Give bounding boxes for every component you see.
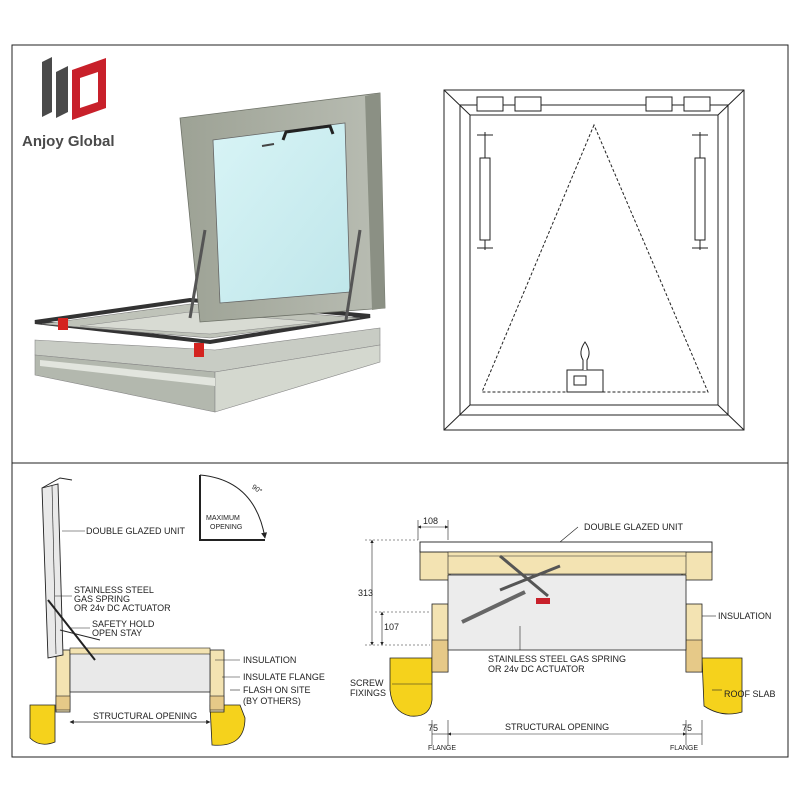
right-slab-right [701,657,743,715]
opening-angle-value: 90° [250,483,263,496]
brand-logo: Anjoy Global [22,57,115,150]
opening-angle-arc [199,474,268,539]
left-label-gas-spring-3: OR 24v DC ACTUATOR [74,603,171,613]
right-section-drawing: 108 313 107 DOUBLE GLAZED UNIT INSULATIO… [350,516,776,752]
left-label-gas-spring-2: GAS SPRING [74,594,130,604]
brand-name: Anjoy Global [22,133,115,150]
left-section-drawing: DOUBLE GLAZED UNIT STAINLESS STEEL GAS S… [29,477,325,746]
right-dim-total-height: 313 [358,588,373,598]
right-dim-top-width: 108 [423,516,438,526]
opening-label-2: OPENING [210,524,242,531]
right-dim-inner-height: 107 [384,622,399,632]
logo-red-cutout [80,72,98,108]
plan-mid-frame [459,104,729,416]
right-gas-spring [461,590,526,624]
left-safety-stay [47,599,96,661]
opening-angle-diagram: MAXIMUM OPENING 90° [199,474,268,541]
left-slab-left [29,704,56,745]
right-actuator-arm [499,554,549,598]
right-upper-frame-right [681,549,713,581]
left-label-insulation: INSULATION [243,655,296,665]
lid-handle [281,124,335,141]
right-label-screw-1: SCREW [350,678,384,688]
hinge-right-b [683,96,711,112]
gas-spring-right [694,157,706,241]
opening-label-1: MAXIMUM [206,515,240,522]
red-stop-front [194,343,204,357]
opening-angle-lines [199,475,265,541]
left-inner-box [69,651,211,693]
left-label-flash-2: (BY OTHERS) [243,696,301,706]
latch-window [573,375,587,386]
right-label-flange-left: FLANGE [428,745,456,752]
right-label-gas-spring-2: OR 24v DC ACTUATOR [488,664,585,674]
right-inner-shaft [447,574,687,651]
lid-latch [261,143,275,147]
plan-inner-frame [469,114,719,406]
left-label-flash-1: FLASH ON SITE [243,685,311,695]
right-label-screw-2: FIXINGS [350,688,386,698]
right-glazed-unit [419,541,713,553]
opening-direction-triangle [481,123,709,393]
left-label-safety-2: OPEN STAY [92,628,142,638]
bottom-panel-border [11,462,789,758]
plan-view [443,89,745,431]
latch-body [566,369,604,393]
product-illustration [34,92,386,413]
right-label-insulation: INSULATION [718,611,771,621]
latch-handle [580,341,590,370]
left-glazing-line [69,647,211,655]
curb-right-face [214,344,381,413]
left-label-insulate-flange: INSULATE FLANGE [243,672,325,682]
left-open-lid [41,483,64,659]
right-label-roof-slab: ROOF SLAB [724,689,776,699]
seal-ring [34,297,371,345]
left-label-safety-1: SAFETY HOLD [92,619,155,629]
right-label-structural-opening: STRUCTURAL OPENING [505,722,609,732]
left-label-double-glazed: DOUBLE GLAZED UNIT [86,526,186,536]
logo-bar-1 [42,57,52,117]
right-upper-frame-left [419,549,451,581]
hinge-right-a [645,96,673,112]
right-actuator-bracket [536,598,550,604]
right-glazing-infill [447,551,687,575]
red-stop-left [58,318,68,330]
right-label-flange-right: FLANGE [670,745,698,752]
gas-spring-left [479,157,491,241]
hinge-left-b [514,96,542,112]
right-dim-flange-left: 75 [428,723,438,733]
right-slab-left [389,657,433,717]
logo-bar-2 [56,66,68,118]
left-slab-right [209,704,246,746]
right-dim-flange-right: 75 [682,723,692,733]
hinge-left-a [476,96,504,112]
lid-glass [212,122,351,304]
gas-stay-left [188,229,207,319]
right-label-gas-spring-1: STAINLESS STEEL GAS SPRING [488,654,626,664]
gas-stay-right [344,229,362,321]
curb-stripe [40,360,215,386]
left-label-structural-opening: STRUCTURAL OPENING [93,711,197,721]
left-label-gas-spring-1: STAINLESS STEEL [74,585,154,595]
lid-frame-edge [365,93,385,310]
right-label-double-glazed: DOUBLE GLAZED UNIT [584,522,684,532]
plan-outer-frame [443,89,745,431]
